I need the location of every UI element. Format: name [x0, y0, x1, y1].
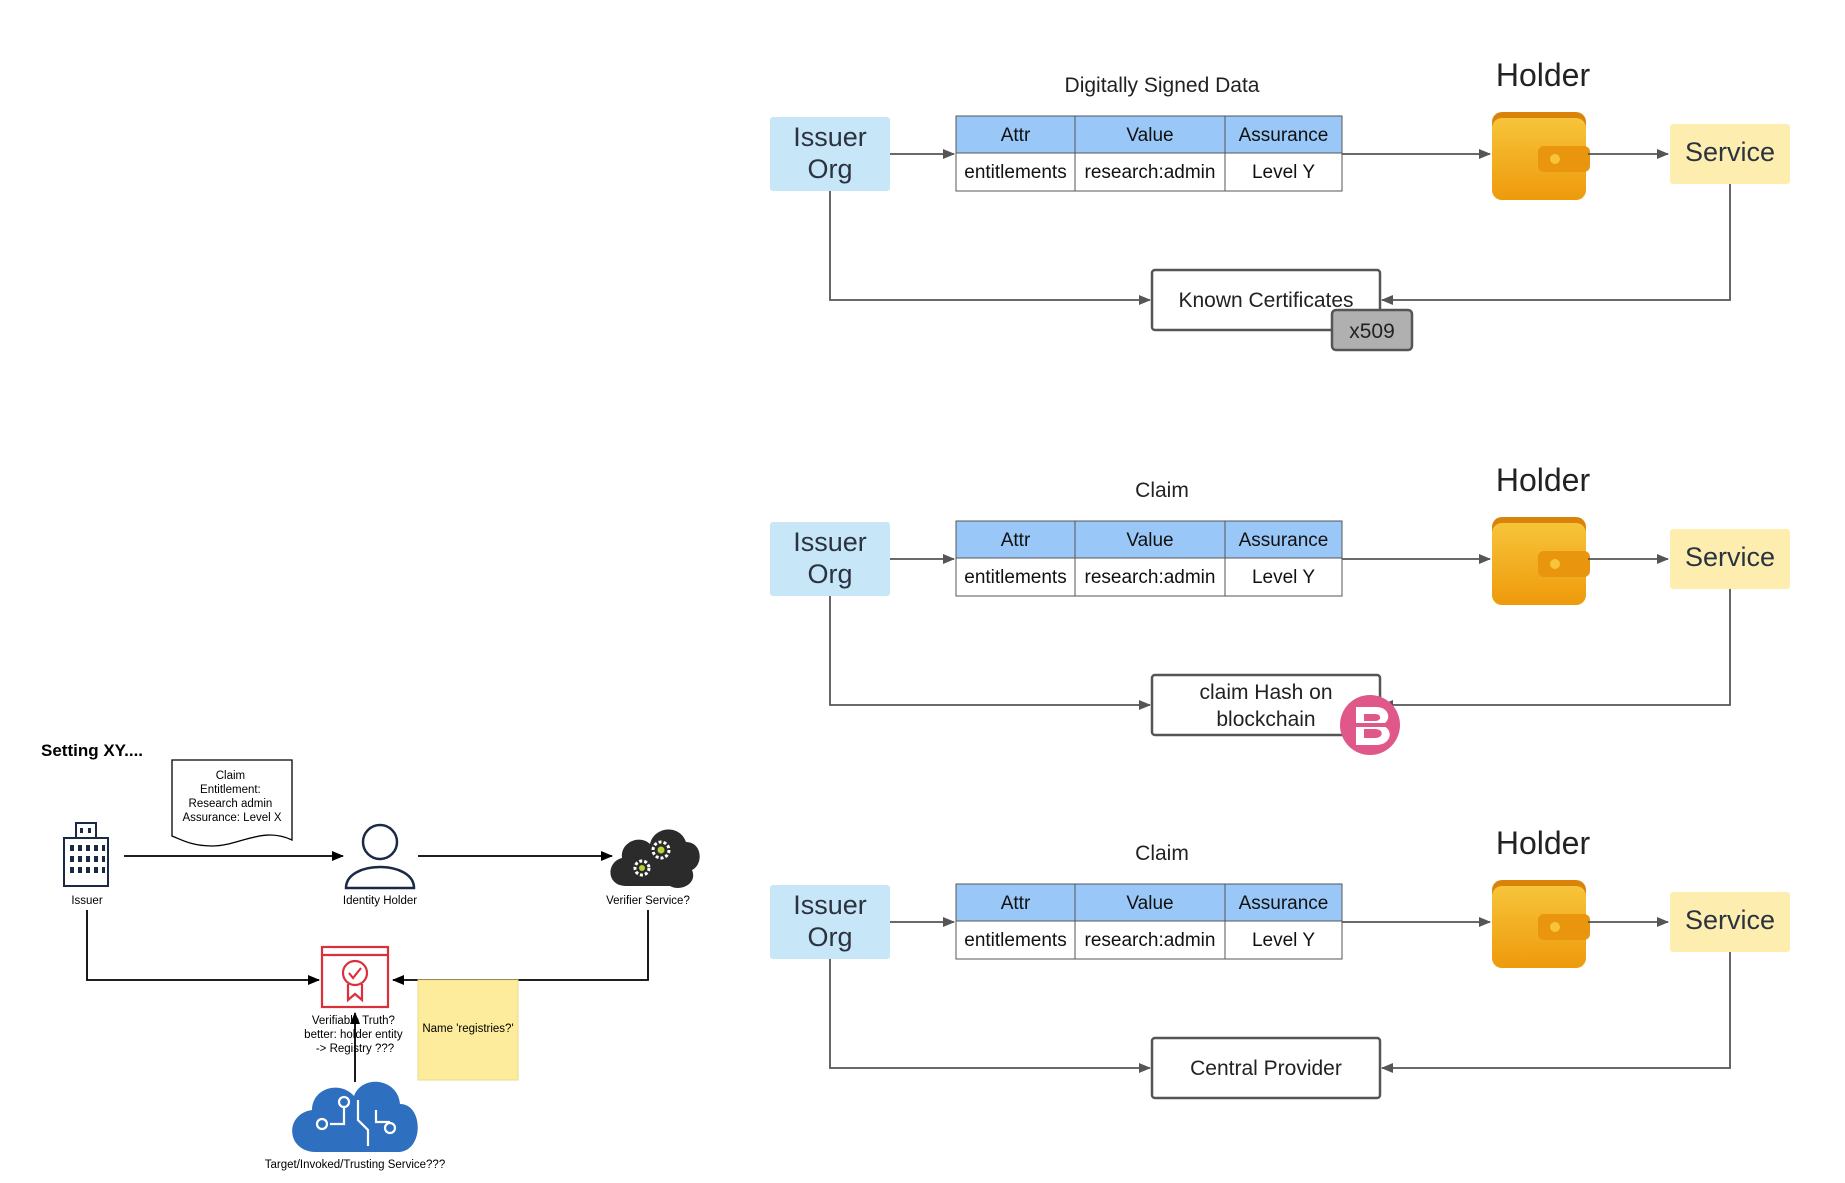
blockchain-icon — [1340, 695, 1400, 755]
person-icon — [344, 823, 416, 890]
flow-rows: Digitally Signed DataIssuerOrgAttrentitl… — [770, 57, 1790, 1100]
issuer-to-trust-arrow — [829, 959, 1151, 1073]
table-header-cell: Attr — [1001, 893, 1031, 914]
holder-label: Holder — [1496, 825, 1591, 861]
issuer-label-line: Org — [807, 154, 852, 184]
issuer-label: Issuer — [71, 895, 102, 907]
truth-label-line: better: holder entity — [304, 1029, 403, 1041]
setting-title: Setting XY.... — [41, 741, 143, 760]
sticky-note-text: Name 'registries?' — [422, 1023, 513, 1035]
holder-label: Holder — [1496, 462, 1591, 498]
flow-caption: Claim — [1135, 842, 1189, 865]
trust-anchor-label: Central Provider — [1190, 1057, 1342, 1080]
issuer-to-trust-arrow — [829, 191, 1151, 305]
attribute-table: Attr entitlements Value research:admin Assur… — [955, 115, 1343, 192]
table-header-cell: Assurance — [1239, 530, 1329, 551]
wallet-icon — [1492, 517, 1590, 605]
claim-document: Claim Entitlement: Research admin Assura… — [171, 759, 293, 847]
service-to-trust-arrow — [1381, 952, 1731, 1073]
truth-label-line: Verifiable Truth? — [312, 1015, 395, 1027]
table-header-cell: Assurance — [1239, 125, 1329, 146]
trust-anchor-label: claim Hash on — [1199, 681, 1332, 704]
issuer-to-truth-arrow — [86, 910, 320, 985]
table-cell: Level Y — [1252, 930, 1315, 951]
sticky-note[interactable]: Name 'registries?' — [417, 979, 519, 1081]
issuer-to-trust-arrow — [829, 596, 1151, 710]
service-box[interactable]: Service — [1670, 529, 1790, 589]
cloud-circuit-icon — [292, 1081, 418, 1152]
table-cell: entitlements — [964, 162, 1066, 183]
issuer-label-line: Issuer — [793, 527, 867, 557]
table-cell: entitlements — [964, 567, 1066, 588]
attribute-table: Attr entitlements Value research:admin Assur… — [955, 520, 1343, 597]
table-cell: research:admin — [1085, 930, 1216, 951]
claim-doc-line: Entitlement: — [200, 784, 261, 796]
trust-anchor-box[interactable]: Known Certificates — [1150, 268, 1382, 332]
table-header-cell: Value — [1126, 893, 1173, 914]
svg-text:Claim Entitlement:: Claim Entitlement: Research admin Assura… — [182, 770, 281, 824]
claim-doc-line: Assurance: Level X — [182, 812, 281, 824]
table-header-cell: Value — [1126, 125, 1173, 146]
issuer-label-line: Issuer — [793, 122, 867, 152]
trust-anchor-box[interactable]: Central Provider — [1150, 1036, 1382, 1100]
building-icon — [63, 822, 109, 887]
service-box[interactable]: Service — [1670, 892, 1790, 952]
attribute-table: Attr entitlements Value research:admin Assur… — [955, 883, 1343, 960]
holder-label: Holder — [1496, 57, 1591, 93]
issuer-label-line: Org — [807, 922, 852, 952]
table-header-cell: Value — [1126, 530, 1173, 551]
flow-caption: Claim — [1135, 479, 1189, 502]
service-label: Service — [1685, 905, 1775, 935]
flow-caption: Digitally Signed Data — [1065, 74, 1260, 97]
service-label: Service — [1685, 542, 1775, 572]
issuer-label-line: Issuer — [793, 890, 867, 920]
x509-badge: x509 — [1330, 308, 1414, 352]
identity-holder-label: Identity Holder — [343, 895, 417, 907]
wallet-icon — [1492, 112, 1590, 200]
table-cell: Level Y — [1252, 162, 1315, 183]
setting-sketch: Setting XY.... Claim Entitlement: Resear… — [41, 741, 700, 1171]
table-header-cell: Attr — [1001, 125, 1031, 146]
table-cell: research:admin — [1085, 162, 1216, 183]
service-to-trust-arrow — [1381, 589, 1731, 710]
wallet-icon — [1492, 880, 1590, 968]
verifier-label: Verifier Service? — [606, 895, 690, 907]
table-header-cell: Assurance — [1239, 893, 1329, 914]
service-box[interactable]: Service — [1670, 124, 1790, 184]
trust-anchor-box[interactable]: claim Hash on blockchain — [1150, 673, 1382, 737]
issuer-label-line: Org — [807, 559, 852, 589]
claim-doc-line: Claim — [216, 770, 245, 782]
table-cell: research:admin — [1085, 567, 1216, 588]
target-service-label: Target/Invoked/Trusting Service??? — [265, 1159, 445, 1171]
verifier-to-truth-arrow — [392, 910, 649, 985]
x509-badge-text: x509 — [1349, 320, 1395, 343]
table-cell: entitlements — [964, 930, 1066, 951]
service-to-trust-arrow — [1381, 184, 1731, 305]
table-header-cell: Attr — [1001, 530, 1031, 551]
cloud-gears-icon — [610, 829, 700, 889]
certificate-icon — [320, 945, 390, 1009]
claim-doc-line: Research admin — [189, 798, 273, 810]
trust-anchor-label: blockchain — [1216, 708, 1315, 731]
service-label: Service — [1685, 137, 1775, 167]
table-cell: Level Y — [1252, 567, 1315, 588]
trust-anchor-label: Known Certificates — [1178, 289, 1353, 312]
